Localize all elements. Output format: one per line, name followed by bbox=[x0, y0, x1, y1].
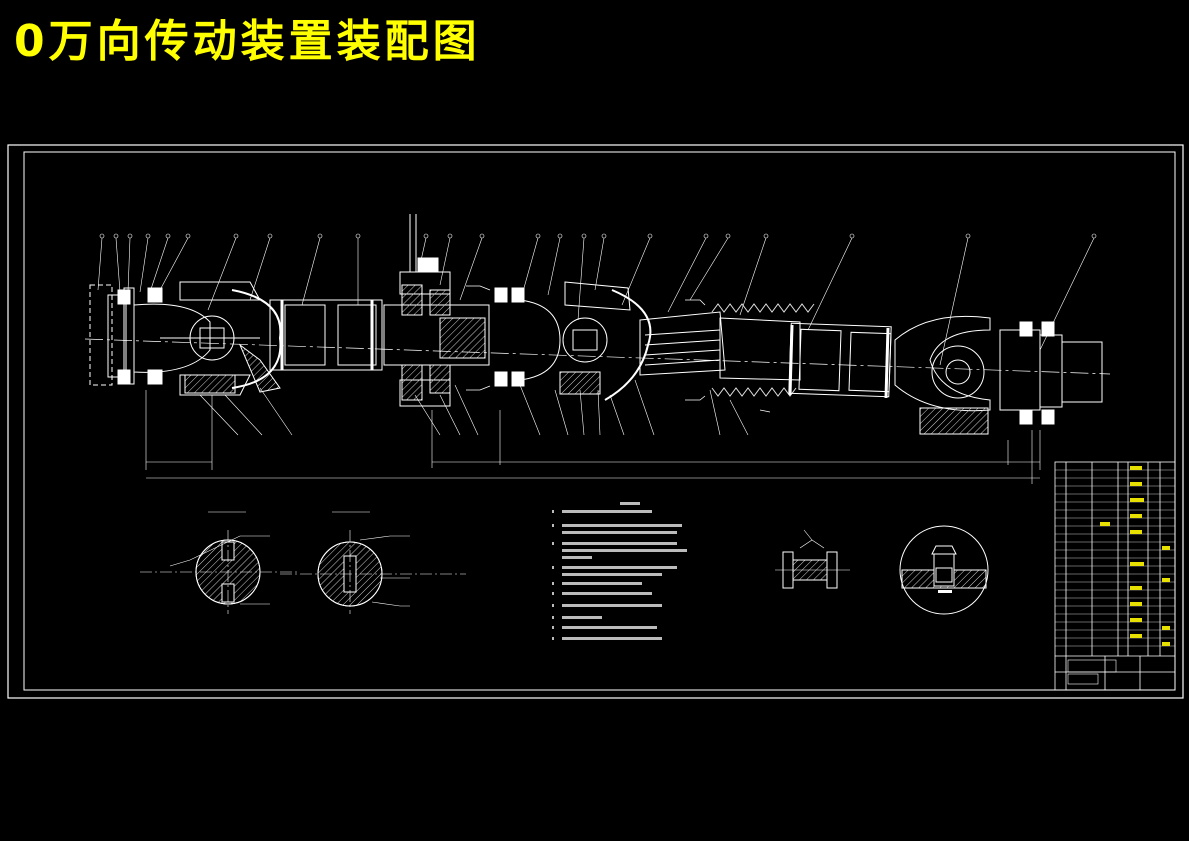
drawing-title: 0万向传动装置装配图 bbox=[14, 16, 481, 67]
balloon-leaders-top bbox=[97, 237, 1095, 366]
dimension-lines bbox=[145, 390, 1041, 484]
middle-universal-joint bbox=[494, 281, 652, 401]
drawing-frame bbox=[7, 144, 1184, 699]
parts-list-highlights bbox=[1100, 466, 1170, 646]
title-block bbox=[1054, 461, 1176, 691]
right-universal-joint bbox=[894, 315, 1103, 435]
main-assembly-view bbox=[84, 214, 1111, 484]
slip-spline-boot bbox=[639, 303, 815, 397]
technical-notes bbox=[552, 502, 687, 640]
right-shaft-tube bbox=[788, 322, 892, 399]
left-universal-joint bbox=[133, 281, 282, 396]
detail-view-c bbox=[775, 529, 850, 589]
section-view-a bbox=[140, 511, 300, 614]
intermediate-shaft bbox=[269, 299, 383, 371]
balloon-leaders-bottom bbox=[199, 379, 749, 436]
detail-circle-view bbox=[899, 525, 989, 615]
title-strip bbox=[1067, 659, 1117, 685]
parts-list-rows bbox=[1055, 469, 1175, 647]
balloons-top bbox=[99, 233, 1097, 239]
section-markers bbox=[466, 285, 771, 413]
section-view-b bbox=[280, 511, 466, 614]
left-flange bbox=[89, 284, 163, 386]
center-bearing bbox=[383, 214, 490, 407]
